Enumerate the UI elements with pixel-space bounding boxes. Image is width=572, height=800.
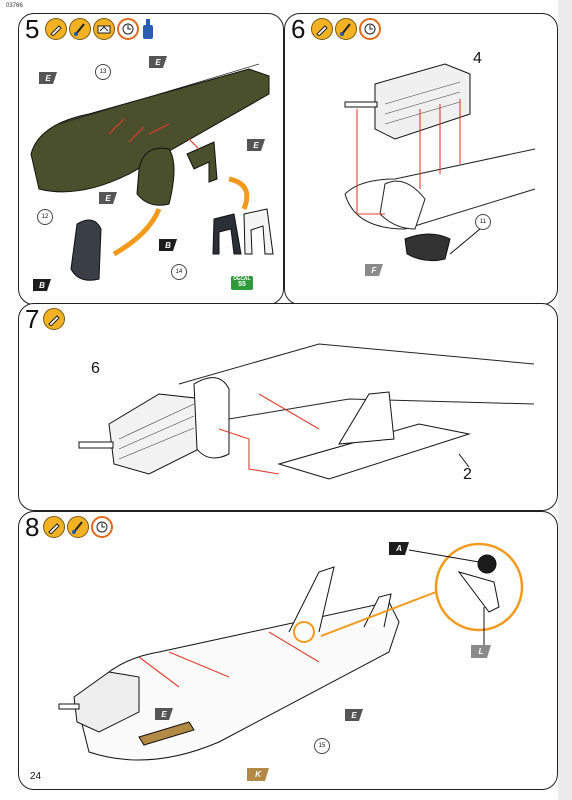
paint-code-tag: L [471,645,491,658]
paint-code-tag: E [39,72,57,84]
paint-code-tag: B [33,279,51,291]
part-number: 15 [314,738,330,754]
page-number: 24 [30,771,42,782]
glue-icon [45,18,67,40]
glue-icon [43,516,65,538]
step-5-panel: 5 13 12 14 E [18,13,284,305]
step-7-illustration [78,343,535,480]
step-number: 6 [291,14,306,44]
paint-icon [335,18,357,40]
step-7-panel: 7 6 2 [18,303,558,511]
step-number: 7 [25,304,40,334]
step-8-panel: 8 15 A L [18,511,558,790]
document-code: 03766 [6,3,23,9]
glue-bottle-icon [141,18,155,40]
part-callout: 2 [463,466,472,483]
paint-code-tag: E [247,139,265,151]
decal-icon [93,18,115,40]
step-number: 8 [25,512,40,542]
step-5-illustration [30,63,274,281]
part-number: 13 [95,64,111,80]
part-number: 14 [171,264,187,280]
part-number: 12 [37,209,53,225]
paint-icon [67,516,89,538]
clock-icon [91,516,113,538]
step-icons [43,516,113,538]
paint-code-tag: E [149,56,167,68]
paint-code-tag: E [345,709,363,721]
clock-icon [359,18,381,40]
part-callout: 4 [473,50,482,67]
step-icons [45,18,155,40]
step-6-panel: 6 4 11 F [284,13,558,305]
paint-code-tag: E [155,708,173,720]
clock-icon [117,18,139,40]
part-callout: 6 [91,360,100,377]
step-number: 5 [25,14,40,44]
paint-code-tag: K [247,768,269,781]
glue-icon [311,18,333,40]
paint-code-tag: E [99,192,117,204]
paint-code-tag: F [365,264,383,276]
paint-code-tag: A [389,542,409,555]
adjacent-page-strip [558,0,572,800]
step-icons [43,308,65,330]
step-icons [311,18,381,40]
paint-icon [69,18,91,40]
glue-icon [43,308,65,330]
paint-code-tag: B [159,239,177,251]
step-8-illustration [58,542,524,761]
step-6-illustration [344,63,536,262]
part-number: 11 [475,214,491,230]
